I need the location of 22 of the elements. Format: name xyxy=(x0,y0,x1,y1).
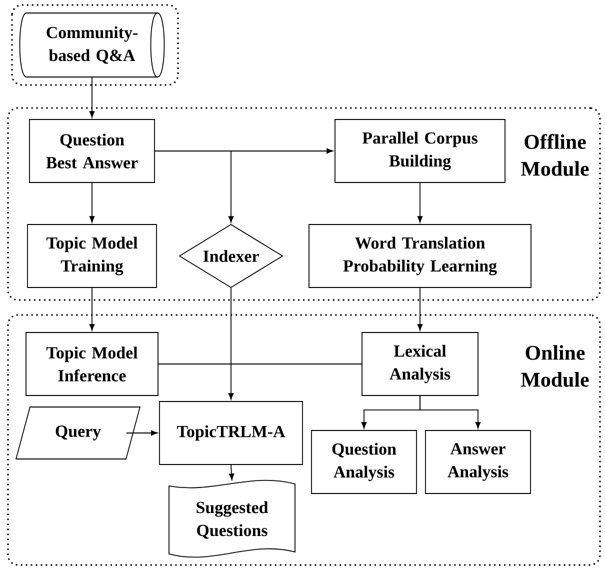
arrow xyxy=(89,182,95,223)
module-heading: Offline Module xyxy=(521,134,589,176)
process-box: Question Analysis xyxy=(311,430,417,494)
process-box: Topic Model Training xyxy=(27,224,157,288)
process-box: TopicTRLM-A xyxy=(159,401,303,465)
arrow xyxy=(89,77,95,118)
database-cylinder: Community-based Q&A xyxy=(19,12,165,78)
arrow xyxy=(154,150,234,223)
process-box: Lexical Analysis xyxy=(362,332,478,396)
arrow xyxy=(126,430,158,436)
arrow xyxy=(228,464,234,480)
arrow xyxy=(420,396,481,429)
arrow xyxy=(89,288,95,331)
process-box: Answer Analysis xyxy=(425,430,531,494)
process-box: Word Translation Probability Learning xyxy=(308,224,532,288)
process-box: Parallel Corpus Building xyxy=(334,119,506,183)
process-box: Question Best Answer xyxy=(29,119,155,183)
process-box: Topic Model Inference xyxy=(26,332,158,396)
arrow xyxy=(417,182,423,223)
arrow xyxy=(417,288,423,331)
arrow xyxy=(228,288,234,400)
module-heading: Online Module xyxy=(521,345,589,387)
